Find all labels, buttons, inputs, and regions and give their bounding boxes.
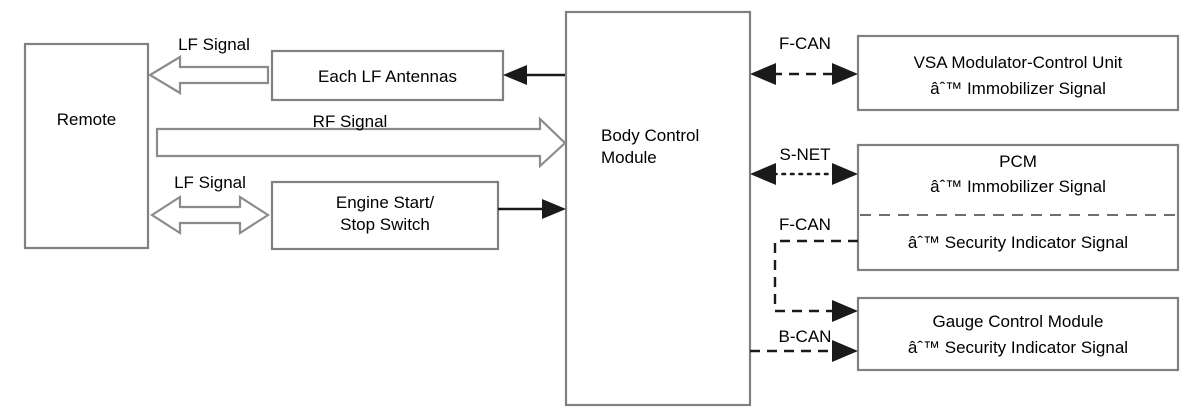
rf-signal-label: RF Signal — [313, 112, 388, 131]
edge-bcm-gauge-bcan[interactable]: B-CAN — [750, 327, 858, 362]
edge-remote-to-bcm-rf[interactable]: RF Signal — [155, 112, 567, 169]
gauge-label-line2: âˆ™ Security Indicator Signal — [908, 338, 1128, 357]
bcan-label: B-CAN — [779, 327, 832, 346]
bcm-label-line2: Module — [601, 148, 657, 167]
fcan-gauge-arrowhead-icon — [832, 300, 858, 322]
edge-bcm-pcm-fcan[interactable]: F-CAN — [773, 215, 858, 322]
edge-bcm-to-lf-antennas[interactable] — [503, 65, 565, 85]
vsa-label-line2: âˆ™ Immobilizer Signal — [930, 79, 1106, 98]
node-vsa-modulator[interactable]: VSA Modulator-Control Unit âˆ™ Immobiliz… — [856, 34, 1180, 112]
node-engine-switch[interactable]: Engine Start/ Stop Switch — [270, 180, 500, 251]
gauge-label-line1: Gauge Control Module — [932, 312, 1103, 331]
pcm-box[interactable] — [856, 143, 1180, 272]
bcm-label-line1: Body Control — [601, 126, 699, 145]
node-lf-antennas[interactable]: Each LF Antennas — [270, 49, 505, 102]
edge-lf-antennas-to-remote[interactable]: LF Signal — [147, 35, 270, 95]
edge-bcm-pcm-snet[interactable]: S-NET — [750, 145, 858, 185]
node-pcm[interactable]: PCM âˆ™ Immobilizer Signal âˆ™ Security … — [856, 143, 1180, 272]
fcan-vsa-arrowhead-right-icon — [832, 63, 858, 85]
fcan-pcm-label: F-CAN — [779, 215, 831, 234]
vsa-box[interactable] — [856, 34, 1180, 112]
snet-label: S-NET — [780, 145, 831, 164]
vsa-label-line1: VSA Modulator-Control Unit — [914, 53, 1123, 72]
node-gauge-control-module[interactable]: Gauge Control Module âˆ™ Security Indica… — [856, 296, 1180, 372]
engine-switch-label-line1: Engine Start/ — [336, 193, 435, 212]
bcan-arrowhead-icon — [832, 340, 858, 362]
pcm-label-line1: PCM — [999, 152, 1037, 171]
remote-box[interactable] — [23, 42, 150, 250]
engine-switch-box[interactable] — [270, 180, 500, 251]
snet-arrowhead-right-icon — [832, 163, 858, 185]
pcm-label-line2: âˆ™ Immobilizer Signal — [930, 177, 1106, 196]
fcan-vsa-arrowhead-left-icon — [750, 63, 776, 85]
engine-switch-label-line2: Stop Switch — [340, 215, 430, 234]
lf-signal-bottom-label: LF Signal — [174, 173, 246, 192]
fcan-vsa-label: F-CAN — [779, 34, 831, 53]
lf-signal-top-label: LF Signal — [178, 35, 250, 54]
edge-bcm-vsa-fcan[interactable]: F-CAN — [750, 34, 858, 85]
node-remote[interactable]: Remote — [23, 42, 150, 250]
edge-engine-to-bcm[interactable] — [498, 199, 566, 219]
pcm-label-line3: âˆ™ Security Indicator Signal — [908, 233, 1128, 252]
node-body-control-module[interactable]: Body Control Module — [564, 10, 752, 407]
lf-antennas-label: Each LF Antennas — [318, 67, 457, 86]
bcm-lf-antennas-arrowhead-icon — [503, 65, 527, 85]
bcm-box[interactable] — [564, 10, 752, 407]
gauge-box[interactable] — [856, 296, 1180, 372]
remote-label: Remote — [57, 110, 117, 129]
lf-signal-bottom-block-arrow[interactable] — [149, 194, 271, 236]
lf-signal-top-block-arrow[interactable] — [147, 55, 270, 95]
edge-remote-engine-lf[interactable]: LF Signal — [149, 173, 271, 236]
fcan-branch-path — [773, 239, 858, 313]
engine-bcm-arrowhead-icon — [542, 199, 566, 219]
rf-signal-block-arrow[interactable] — [155, 116, 567, 169]
lf-antennas-box[interactable] — [270, 49, 505, 102]
snet-arrowhead-left-icon — [750, 163, 776, 185]
